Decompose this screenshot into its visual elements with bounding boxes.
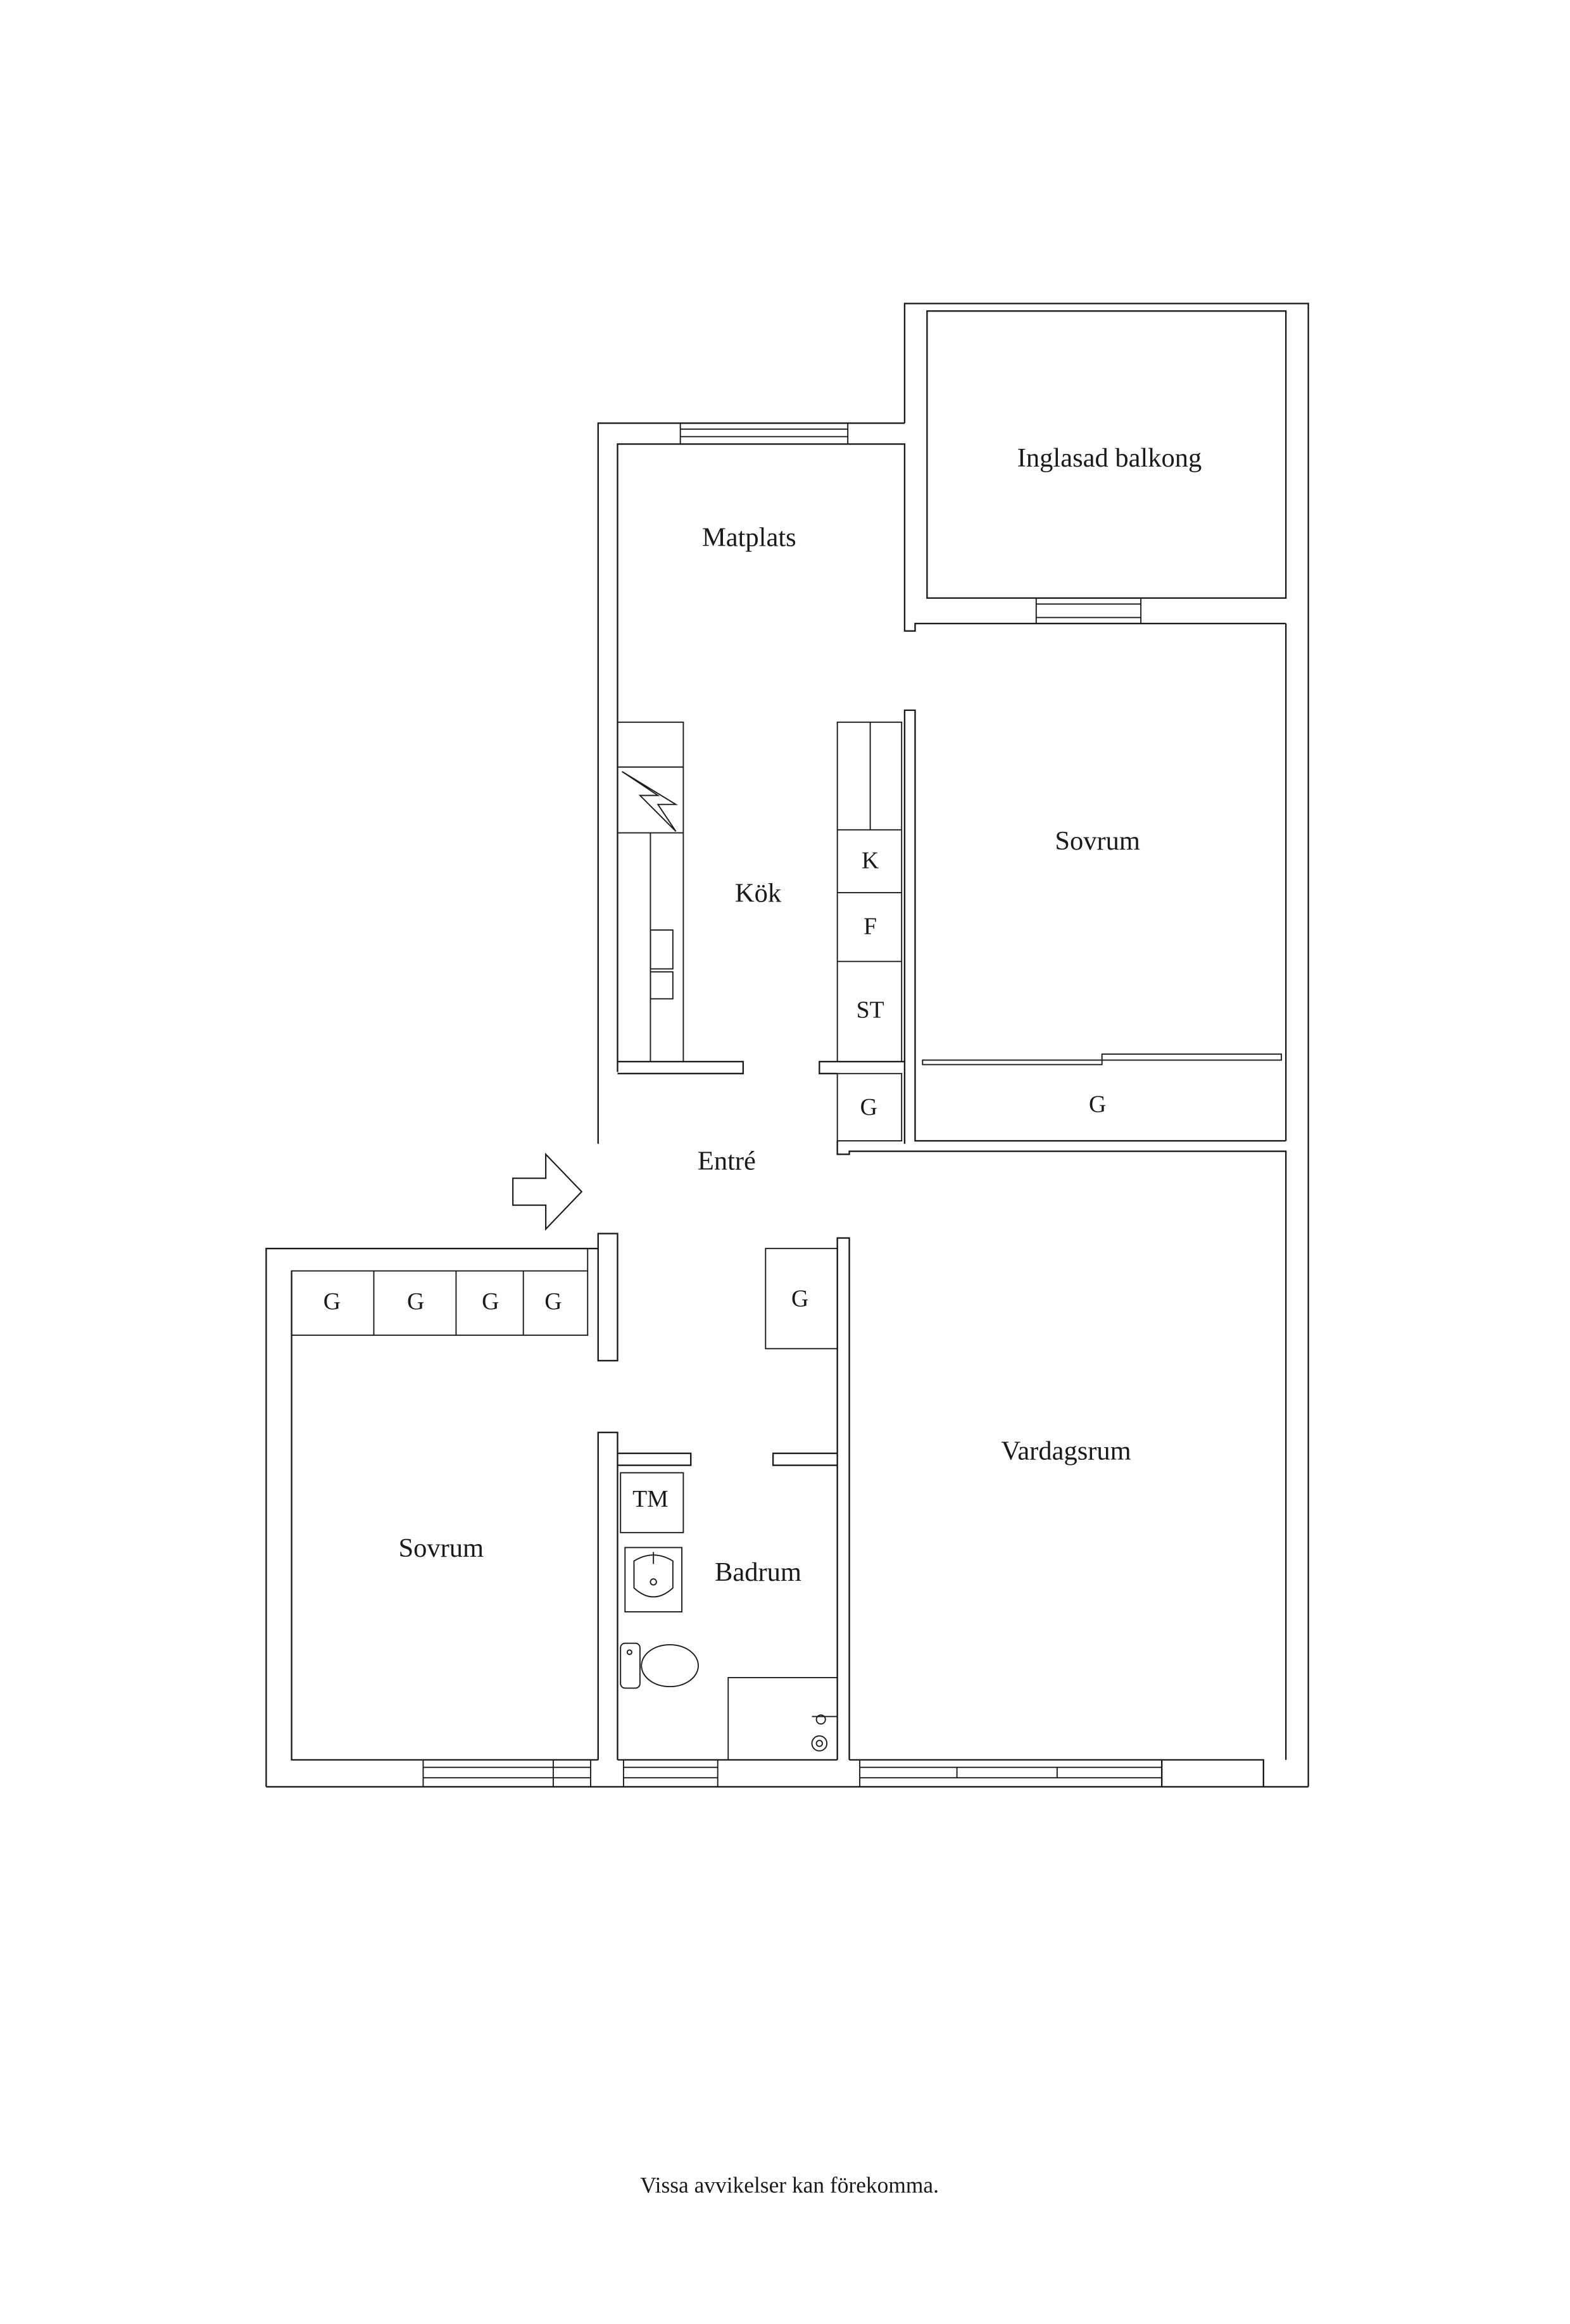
label-kitchen-closet: G: [860, 1094, 877, 1121]
label-f: F: [864, 913, 877, 939]
window-bedroom-lower: [422, 1759, 591, 1788]
outer-wall-left-lower: [265, 1247, 598, 1787]
sink-basin-icon: [650, 929, 674, 970]
bedroom-lower-closets-box: [291, 1248, 589, 1336]
label-tm: TM: [632, 1486, 669, 1512]
outer-wall-balcony-right: [903, 303, 1309, 1787]
bedroom-bath-wall: [597, 1431, 619, 1760]
kitchen-left-stub: [617, 1060, 744, 1074]
balcony-inner-wall: [926, 310, 1287, 599]
fixture-labels: K F ST TM: [632, 847, 884, 1512]
living-bottom-wall: [849, 1759, 1264, 1787]
bath-top-right-stub: [772, 1452, 838, 1466]
label-bedroom-upper: Sovrum: [1055, 826, 1140, 856]
label-kitchen: Kök: [735, 878, 782, 908]
label-bedroom-lower-closet: G: [407, 1288, 424, 1315]
windows: [422, 422, 1163, 1788]
label-glazed-balcony: Inglasad balkong: [1017, 443, 1202, 473]
label-entrance: Entré: [698, 1146, 756, 1176]
living-top-wall: [836, 1141, 1287, 1760]
dining-inner-wall: [617, 443, 1286, 1072]
entrance-arrow-icon: [512, 1152, 583, 1231]
label-living-room: Vardagsrum: [1001, 1436, 1131, 1466]
window-dining: [679, 422, 849, 445]
label-dining: Matplats: [702, 522, 796, 552]
shower-icon: [727, 1677, 838, 1760]
sink-basin-icon: [650, 971, 674, 1000]
walls: [265, 303, 1309, 1788]
footer-note: Vissa avvikelser kan förekomma.: [640, 2172, 939, 2197]
label-bedroom-lower: Sovrum: [398, 1533, 484, 1563]
label-bedroom-upper-closet: G: [1089, 1091, 1106, 1117]
toilet-icon: [620, 1642, 699, 1689]
kitchen-left-counter: [617, 721, 684, 1062]
kitchen-right-counter: [836, 721, 903, 1062]
entrance-left-stub: [597, 1233, 619, 1362]
window-bathroom: [622, 1759, 719, 1788]
kitchen-bedroom-wall: [903, 709, 1286, 1144]
label-bedroom-lower-closet: G: [482, 1288, 499, 1315]
label-bedroom-lower-closet: G: [544, 1288, 562, 1315]
label-k: K: [862, 847, 879, 874]
kitchen-closet-box: [836, 1072, 903, 1142]
fireplace-icon: [622, 770, 678, 832]
label-st: ST: [857, 997, 884, 1024]
washer-box: [620, 1472, 684, 1533]
window-balcony-bedroom: [1035, 597, 1142, 624]
label-bedroom-lower-closet: G: [323, 1288, 341, 1315]
entrance-closet-box: [765, 1248, 838, 1350]
room-labels: Inglasad balkong Matplats Sovrum Kök Ent…: [398, 443, 1202, 1587]
hall-living-wall: [836, 1237, 850, 1760]
window-living-room: [859, 1759, 1163, 1788]
label-bathroom: Badrum: [715, 1557, 801, 1587]
bath-top-left-stub: [617, 1452, 692, 1466]
bedroom-upper-closet-box: [922, 1053, 1283, 1065]
washbasin-icon: [624, 1547, 682, 1613]
storage-labels: G G G G G G G: [323, 1091, 1107, 1315]
label-entrance-closet: G: [791, 1285, 808, 1312]
bedroom-lower-inner-wall: [291, 1271, 598, 1761]
kitchen-right-stub: [819, 1060, 905, 1074]
